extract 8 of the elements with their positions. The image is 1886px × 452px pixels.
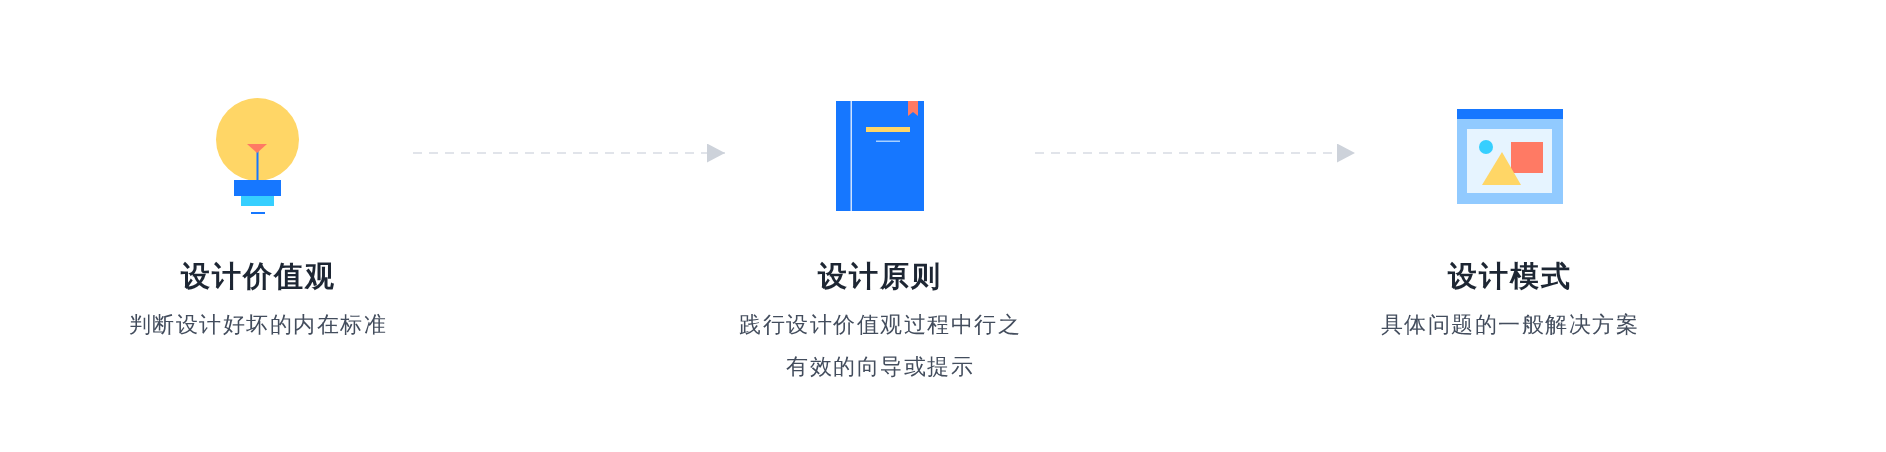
step-description: 具体问题的一般解决方案 bbox=[1380, 311, 1640, 339]
step-description: 判断设计好坏的内在标准 bbox=[128, 311, 388, 339]
step-title: 设计模式 bbox=[1448, 259, 1572, 294]
step-title: 设计价值观 bbox=[180, 259, 336, 294]
step-title: 设计原则 bbox=[818, 259, 942, 294]
step-description: 践行设计价值观过程中行之有效的向导或提示 bbox=[738, 311, 1022, 381]
dashed-arrow bbox=[412, 143, 726, 163]
dashed-arrow bbox=[1034, 143, 1356, 163]
